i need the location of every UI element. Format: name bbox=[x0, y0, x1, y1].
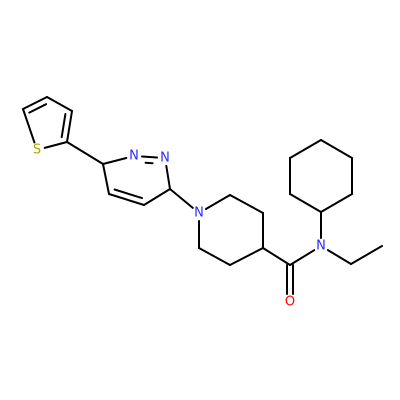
single-bond bbox=[165, 164, 171, 190]
single-bond bbox=[46, 96, 73, 112]
single-bond bbox=[350, 245, 383, 265]
double-bond bbox=[60, 113, 67, 139]
atom-label-n: N bbox=[316, 239, 326, 254]
single-bond bbox=[102, 157, 128, 165]
double-bond bbox=[108, 193, 145, 206]
double-bond bbox=[22, 96, 48, 110]
single-bond bbox=[198, 247, 231, 266]
single-bond bbox=[22, 108, 36, 144]
single-bond bbox=[229, 247, 264, 266]
double-bond bbox=[66, 110, 73, 143]
atom-label-s: S bbox=[33, 143, 41, 158]
single-bond bbox=[102, 163, 110, 195]
atom-label-n: N bbox=[194, 206, 204, 221]
single-bond bbox=[66, 141, 104, 165]
single-bond bbox=[320, 139, 353, 159]
single-bond bbox=[204, 194, 231, 210]
atom-label-n: N bbox=[160, 151, 170, 166]
bond-layer bbox=[22, 96, 383, 295]
single-bond bbox=[326, 249, 352, 265]
double-bond bbox=[28, 103, 48, 114]
single-bond bbox=[229, 194, 264, 214]
double-bond bbox=[113, 188, 143, 200]
single-bond bbox=[289, 249, 316, 266]
single-bond bbox=[289, 193, 322, 213]
single-bond bbox=[143, 188, 171, 206]
single-bond bbox=[320, 193, 353, 213]
single-bond bbox=[262, 247, 291, 266]
single-bond bbox=[169, 188, 194, 209]
single-bond bbox=[289, 139, 322, 159]
double-bond bbox=[141, 155, 158, 159]
atom-label-o: O bbox=[285, 295, 295, 310]
atom-label-n: N bbox=[129, 149, 139, 164]
atom-label-layer: S N N N N O bbox=[33, 143, 326, 310]
single-bond bbox=[43, 141, 68, 149]
